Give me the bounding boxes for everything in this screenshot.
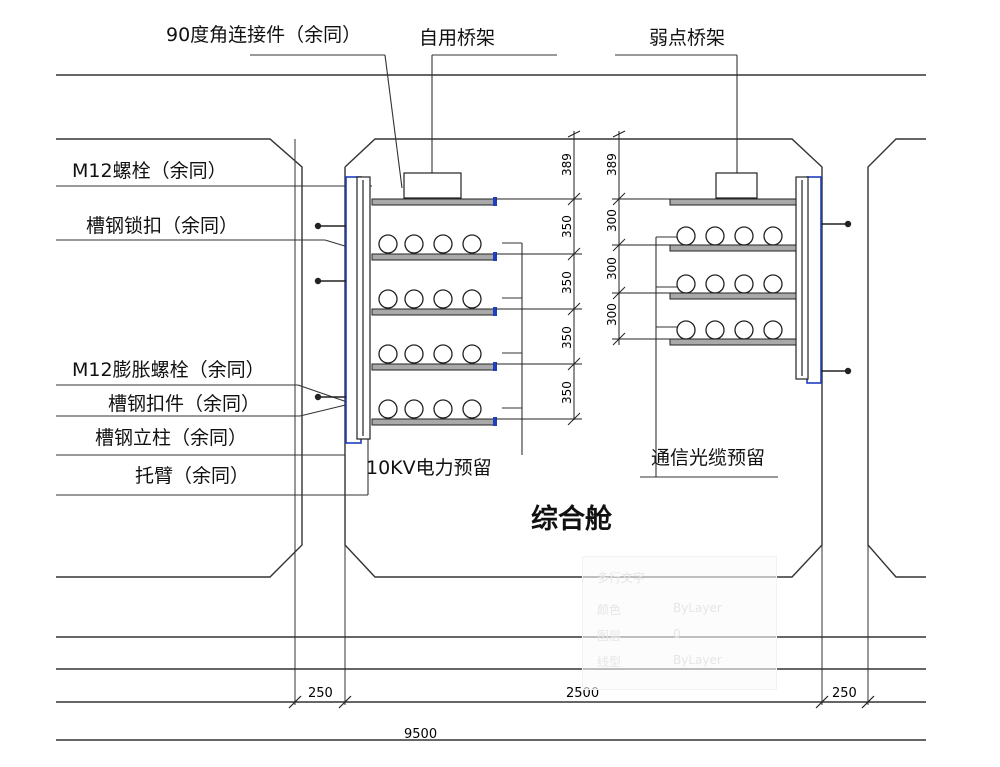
right-support <box>795 176 822 384</box>
dim-right-2: 300 <box>605 209 619 232</box>
right-trays <box>669 198 797 346</box>
compartment-title: 综合舱 <box>531 504 612 535</box>
label-m12-bolt: M12螺栓（余同） <box>72 160 227 182</box>
dim-left-3: 350 <box>560 271 574 294</box>
label-telecom-reserve: 通信光缆预留 <box>651 447 766 469</box>
horizontal-lines <box>56 74 926 741</box>
left-trays <box>371 198 497 426</box>
left-cables <box>378 234 482 419</box>
right-dimension-chain <box>612 130 670 346</box>
ghost-key-2: 图层 <box>597 629 622 643</box>
ghost-title: 多行文字 <box>597 571 646 585</box>
ghost-key-1: 颜色 <box>597 603 622 617</box>
right-anchor-bolts <box>821 220 852 375</box>
label-10kv-reserve: 10KV电力预留 <box>366 457 492 479</box>
weak-tray-box <box>715 172 758 199</box>
ghost-property-panel: 多行文字 颜色 ByLayer 图层 0 线型 ByLayer <box>582 556 777 690</box>
label-expansion-bolt: M12膨胀螺栓（余同） <box>72 359 265 381</box>
dim-bottom-right: 250 <box>832 686 857 701</box>
label-bracket-arm: 托臂（余同） <box>135 465 250 487</box>
left-tray-caps <box>493 197 497 426</box>
label-weak-tray: 弱点桥架 <box>649 27 726 49</box>
dim-right-3: 300 <box>605 257 619 280</box>
label-corner-connector: 90度角连接件（余同） <box>166 24 362 46</box>
left-dimension-chain <box>496 130 582 426</box>
bottom-dimension-ticks <box>288 695 875 709</box>
dim-left-5: 350 <box>560 381 574 404</box>
own-tray-box <box>403 172 462 199</box>
left-support <box>345 176 371 444</box>
dim-right-1: 389 <box>605 153 619 176</box>
dim-left-4: 350 <box>560 326 574 349</box>
leader-lines <box>56 54 778 496</box>
ghost-value-2: 0 <box>673 627 681 641</box>
dim-bottom-left: 250 <box>308 686 333 701</box>
extension-lines <box>294 139 869 705</box>
label-channel-clip: 槽钢扣件（余同） <box>108 393 261 415</box>
left-anchor-bolts <box>314 222 346 401</box>
ghost-value-1: ByLayer <box>673 601 722 615</box>
dim-left-2: 350 <box>560 215 574 238</box>
dim-right-4: 300 <box>605 303 619 326</box>
ghost-key-3: 线型 <box>597 655 622 669</box>
label-channel-post: 槽钢立柱（余同） <box>95 427 248 449</box>
ghost-value-3: ByLayer <box>673 653 722 667</box>
label-channel-lock: 槽钢锁扣（余同） <box>86 215 239 237</box>
label-own-tray: 自用桥架 <box>419 27 496 49</box>
dim-left-1: 389 <box>560 153 574 176</box>
right-cables <box>676 226 783 340</box>
dim-total: 9500 <box>404 727 437 742</box>
